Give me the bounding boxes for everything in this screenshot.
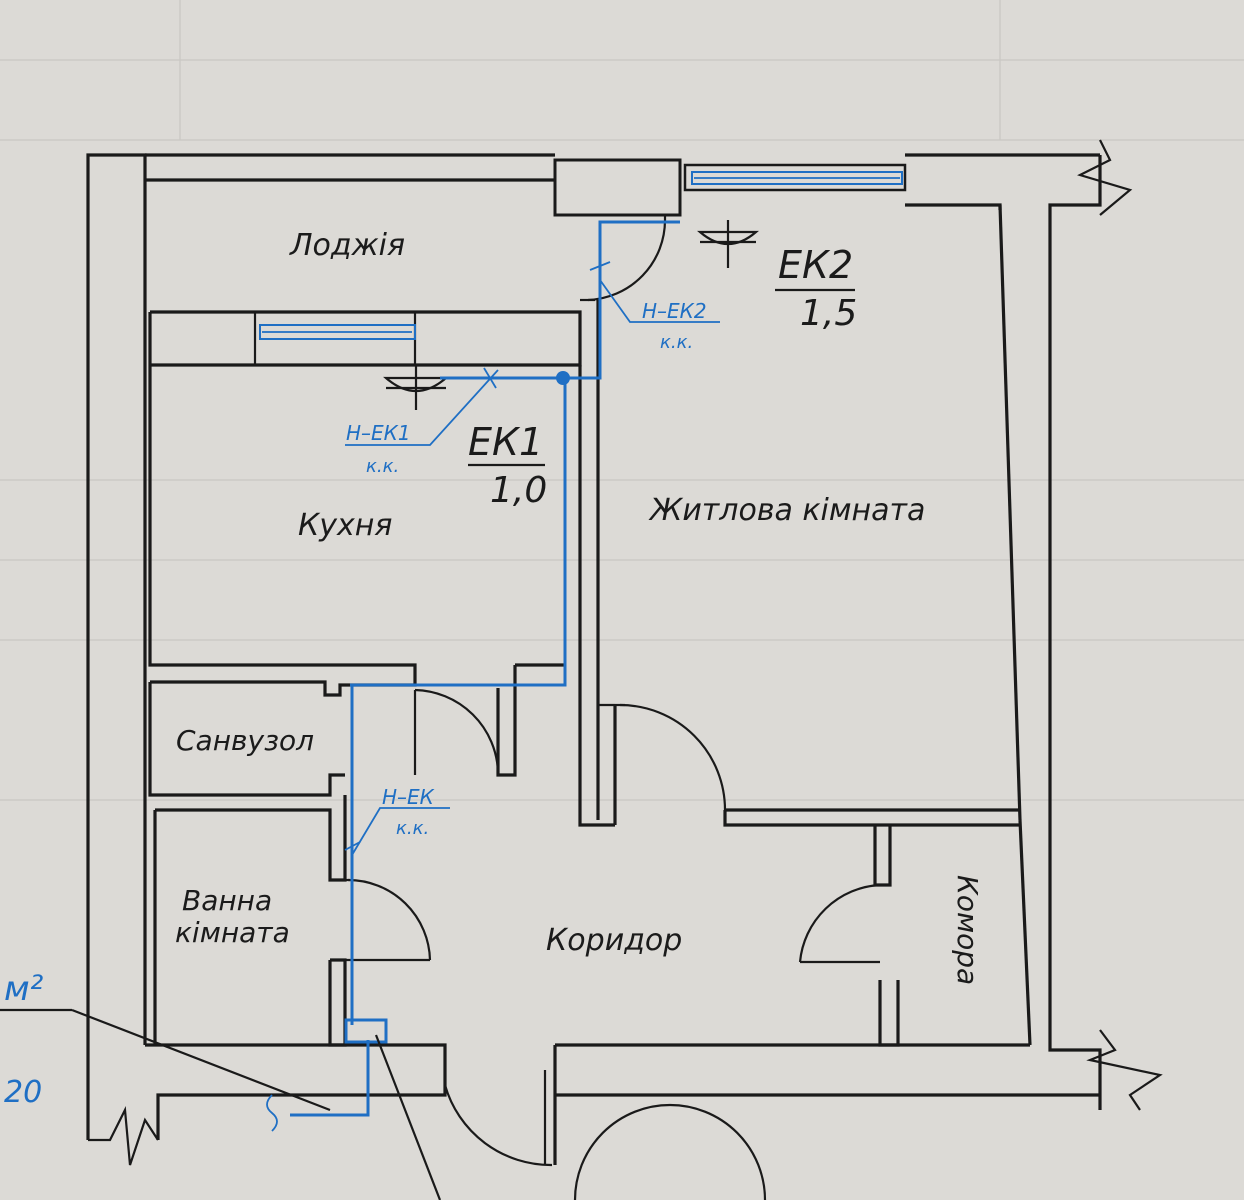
outer-walls (86, 139, 1163, 1166)
room-label-bath-1: Ванна (182, 884, 272, 917)
margin-unit: м² (4, 969, 44, 1009)
room-label-bath-2: кімната (175, 916, 290, 949)
vent-icon-ek1 (383, 365, 449, 410)
room-label-living: Житлова кімната (648, 493, 925, 528)
riser-h-ek-name: Н–ЕК (382, 785, 435, 809)
vent-fixtures (383, 220, 759, 410)
riser-h-ek1-note: к.к. (366, 456, 399, 477)
margin-notes: м² 20 (4, 969, 44, 1110)
background-grid (0, 0, 1244, 801)
riser-h-ek2-name: Н–ЕК2 (642, 299, 707, 323)
interior-walls (148, 300, 1020, 1047)
radiator-ek1-value: 1,0 (490, 470, 547, 511)
margin-number: 20 (4, 1075, 42, 1110)
room-label-kitchen: Кухня (298, 508, 392, 543)
riser-h-ek1-name: Н–ЕК1 (346, 421, 411, 445)
radiator-ek2-name: ЕК2 (778, 243, 853, 287)
riser-h-ek-note: к.к. (396, 818, 429, 839)
riser-h-ek2-note: к.к. (660, 332, 693, 353)
radiator-ek1-name: ЕК1 (468, 420, 543, 464)
doors (345, 688, 881, 1200)
loggia-wall (148, 158, 907, 367)
leader-lines (0, 1008, 442, 1200)
heating-pipes (266, 220, 680, 1132)
riser-leaders (345, 279, 720, 856)
radiator-ek2-value: 1,5 (800, 293, 857, 334)
riser-labels: Н–ЕК1 к.к. Н–ЕК2 к.к. Н–ЕК к.к. (346, 299, 707, 839)
radiator-labels: ЕК1 1,0 ЕК2 1,5 (468, 243, 857, 511)
loggia-door (580, 215, 667, 302)
room-label-pantry: Комора (951, 875, 984, 985)
room-label-wc: Санвузол (176, 724, 314, 757)
vent-icon-ek2 (697, 220, 759, 268)
room-labels: Лоджія Кухня Житлова кімната Санвузол Ва… (175, 228, 984, 985)
room-label-corridor: Коридор (546, 923, 682, 958)
room-label-loggia: Лоджія (289, 228, 405, 263)
